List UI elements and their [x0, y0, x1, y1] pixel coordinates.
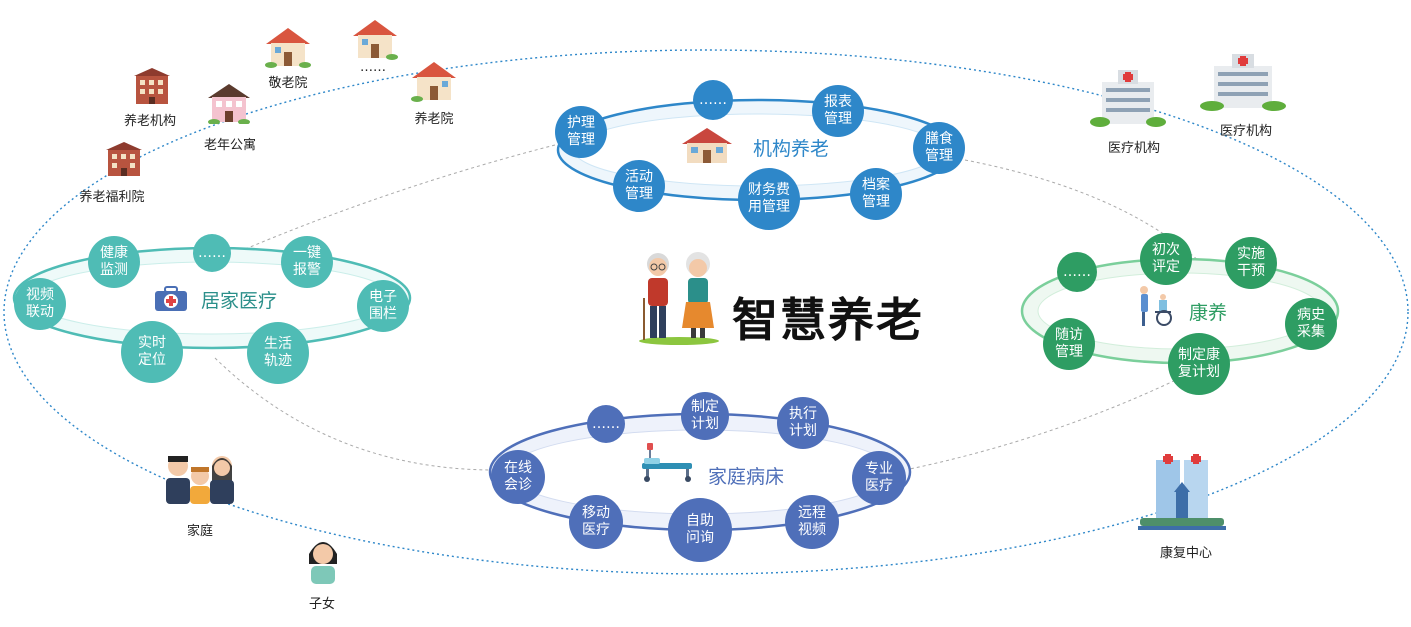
- node-life-track[interactable]: 生活 轨迹: [247, 322, 309, 384]
- node-real-time-location[interactable]: 实时 定位: [121, 321, 183, 383]
- label-senior-apartment: 老年公寓: [203, 138, 257, 153]
- node-self-service-inquiry[interactable]: 自助 问询: [668, 498, 732, 562]
- node-video-link[interactable]: 视频 联动: [14, 278, 66, 330]
- ring-title-home-medical: 居家医疗: [201, 290, 278, 312]
- node-implement-intervention[interactable]: 实施 干预: [1225, 237, 1277, 289]
- connector-line: [214, 144, 556, 263]
- outer-orbit: [3, 49, 1409, 575]
- label-elder-home: 养老院: [414, 112, 454, 127]
- node-remote-video[interactable]: 远程 视频: [785, 495, 839, 549]
- node-nursing-management[interactable]: 护理 管理: [555, 106, 607, 158]
- node-one-key-alarm[interactable]: 一键 报警: [281, 236, 333, 288]
- hospital-icon: [1090, 70, 1166, 127]
- node-follow-up[interactable]: 随访 管理: [1043, 318, 1095, 370]
- elderly-couple-icon: [639, 252, 719, 345]
- rehab-center-icon: [1138, 454, 1226, 530]
- label-family: 家庭: [186, 524, 214, 539]
- wheelchair-icon: [1140, 286, 1172, 326]
- connector-line: [904, 377, 1181, 471]
- label-respect-home: 敬老院: [268, 76, 308, 91]
- node-health-monitoring[interactable]: 健康 监测: [88, 236, 140, 288]
- node-finance-management[interactable]: 财务费 用管理: [738, 168, 800, 230]
- node-mobile-medical[interactable]: 移动 医疗: [569, 495, 623, 549]
- ring-title-institution: 机构养老: [753, 138, 830, 160]
- node-professional-medical[interactable]: 专业 医疗: [852, 451, 906, 505]
- node-medical-history[interactable]: 病史 采集: [1285, 298, 1337, 350]
- node-meal-management[interactable]: 膳食 管理: [913, 122, 965, 174]
- node-rehab-plan[interactable]: 制定康 复计划: [1168, 333, 1230, 395]
- label-welfare-home: 养老福利院: [79, 190, 145, 205]
- center-title: 智慧养老: [732, 293, 924, 347]
- label-more-places: ……: [360, 60, 386, 75]
- house-icon: [353, 20, 398, 60]
- child-icon: [309, 542, 337, 584]
- node-initial-assessment[interactable]: 初次 评定: [1140, 233, 1192, 285]
- node-geofence[interactable]: 电子 围栏: [357, 280, 409, 332]
- hospital-bed-icon: [642, 443, 692, 482]
- respect-home-icon: [265, 28, 311, 68]
- nursing-building-icon: [134, 68, 170, 104]
- label-medical-institution-2: 医疗机构: [1219, 124, 1273, 139]
- ring-title-rehab: 康养: [1189, 302, 1228, 324]
- label-rehab-center: 康复中心: [1159, 546, 1213, 561]
- apartment-icon: [208, 84, 250, 124]
- node-institution-more[interactable]: ……: [693, 80, 733, 120]
- node-activity-management[interactable]: 活动 管理: [613, 160, 665, 212]
- node-make-plan[interactable]: 制定 计划: [681, 392, 729, 440]
- elder-home-icon: [411, 62, 456, 102]
- hospital-icon: [1200, 54, 1286, 111]
- node-home-medical-more[interactable]: ……: [193, 234, 231, 272]
- medical-kit-icon: [155, 286, 187, 311]
- node-online-consultation[interactable]: 在线 会诊: [491, 450, 545, 504]
- node-execute-plan[interactable]: 执行 计划: [777, 397, 829, 449]
- node-home-bed-more[interactable]: ……: [587, 405, 625, 443]
- ring-title-home-bed: 家庭病床: [708, 466, 785, 488]
- house-icon: [682, 128, 732, 163]
- family-icon: [166, 456, 234, 504]
- node-archive-management[interactable]: 档案 管理: [850, 168, 902, 220]
- label-nursing-org: 养老机构: [123, 114, 177, 129]
- label-children: 子女: [308, 597, 336, 612]
- node-rehab-more[interactable]: ……: [1057, 252, 1097, 292]
- node-report-management[interactable]: 报表 管理: [812, 85, 864, 137]
- label-medical-institution-1: 医疗机构: [1107, 141, 1161, 156]
- welfare-building-icon: [106, 142, 142, 176]
